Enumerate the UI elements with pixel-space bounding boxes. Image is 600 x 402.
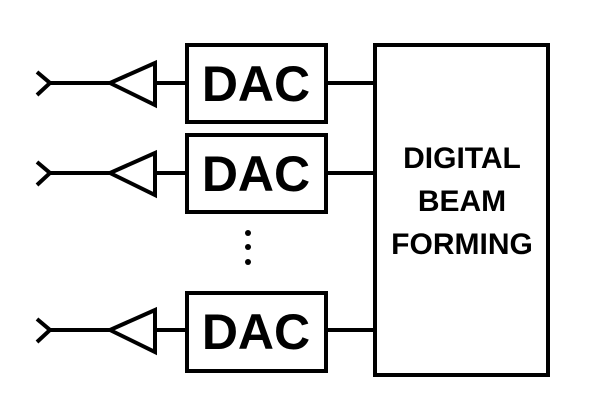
ellipsis-dots [245, 230, 251, 265]
amplifier-triangle [105, 306, 157, 356]
dbf-label-line-2: BEAM [418, 185, 506, 218]
channel-2 [35, 133, 375, 214]
channel-3 [35, 291, 375, 373]
antenna-icon [35, 317, 54, 344]
amplifier-triangle [105, 149, 157, 199]
dac-label-1: DAC [202, 56, 310, 112]
dac-label-3: DAC [202, 304, 310, 360]
amplifier-triangle [105, 59, 157, 109]
ellipsis-dot [245, 230, 251, 236]
ellipsis-dot [245, 259, 251, 265]
channel-1 [35, 43, 375, 124]
dac-label-2: DAC [202, 146, 310, 202]
antenna-icon [35, 70, 54, 97]
dbf-label-line-3: FORMING [391, 228, 533, 261]
ellipsis-dot [245, 244, 251, 250]
dbf-label-line-1: DIGITAL [403, 142, 521, 175]
digital-beam-forming-box [373, 43, 550, 377]
antenna-icon [35, 160, 54, 187]
